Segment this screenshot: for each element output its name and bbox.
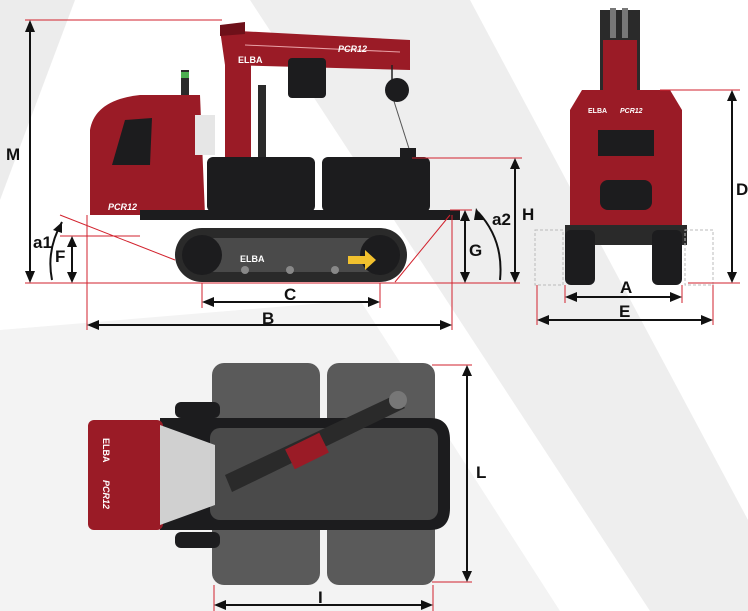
dim-label-a: A: [620, 278, 633, 297]
winch: [288, 58, 326, 98]
front-model: PCR12: [620, 108, 643, 115]
arrowhead: [202, 297, 214, 307]
dim-label-e: E: [619, 302, 631, 321]
arrowhead: [421, 600, 433, 610]
guide-approach: [59, 214, 176, 261]
platform-rail: [140, 210, 460, 220]
roller: [286, 266, 294, 274]
arrowhead: [214, 600, 226, 610]
guide-departure: [394, 214, 451, 283]
top-model: PCR12: [101, 480, 111, 509]
boom-tip: [220, 22, 245, 36]
arrowhead: [87, 320, 99, 330]
boom-model: PCR12: [338, 44, 367, 54]
boom-hook-top: [389, 391, 407, 409]
cab-top: [88, 420, 163, 530]
direction-arrow: [348, 250, 376, 270]
boom-red-segment: [285, 432, 329, 470]
cab-rear-plate: [160, 425, 215, 525]
mast-red: [603, 40, 637, 90]
track-inner: [190, 238, 392, 272]
track-logo: ELBA: [240, 254, 265, 264]
arrowhead: [25, 271, 35, 283]
tank-cap: [400, 148, 416, 158]
beacon-light: [181, 72, 189, 78]
dim-label-l: L: [476, 463, 487, 482]
arrowhead: [565, 292, 577, 302]
hydraulic-piston: [258, 85, 266, 165]
arrowhead: [460, 272, 470, 283]
cab-window: [112, 118, 152, 165]
beacon: [181, 70, 189, 98]
control-panel: [598, 130, 654, 156]
bg-panel-left: [0, 0, 75, 200]
boom-logo: ELBA: [238, 55, 263, 65]
arrowhead: [368, 297, 380, 307]
arrowhead: [460, 210, 470, 221]
arrowhead: [462, 365, 472, 376]
front-body: [570, 90, 682, 225]
roller: [241, 266, 249, 274]
dim-label-h: H: [522, 205, 535, 224]
arrowhead: [727, 272, 737, 283]
front-grille: [600, 180, 652, 210]
arrowhead: [67, 236, 77, 247]
front-view: [534, 8, 740, 325]
arrowhead: [537, 315, 549, 325]
dim-label-f: F: [55, 247, 66, 266]
dim-label-d: D: [736, 180, 748, 199]
cab-model: PCR12: [108, 202, 137, 212]
extended-track-left: [534, 229, 564, 286]
arrowhead: [474, 208, 484, 220]
top-logo: ELBA: [101, 438, 111, 463]
side-view: [25, 19, 522, 330]
arrowhead: [510, 158, 520, 169]
top-view: [88, 363, 472, 611]
extended-track-right: [684, 229, 714, 286]
chassis-deck: [210, 428, 438, 520]
arrowhead: [701, 315, 713, 325]
arrowhead: [53, 222, 62, 233]
dim-label-i: I: [318, 588, 323, 607]
crane-boom: [220, 30, 410, 70]
mast-cylinder: [610, 8, 616, 38]
boom-highlight: [244, 44, 401, 53]
arrowhead: [25, 20, 35, 32]
arrowhead: [440, 320, 452, 330]
tank-right: [322, 157, 430, 212]
dim-label-b: B: [262, 309, 275, 328]
dim-label-c: C: [284, 285, 297, 304]
outrigger: [175, 532, 220, 548]
arrowhead: [67, 272, 77, 283]
hook-block: [385, 78, 409, 102]
drive-sprocket: [182, 235, 222, 275]
bg-panel-diagonal: [250, 0, 748, 611]
dim-label-m: M: [6, 145, 21, 164]
dim-label-g: G: [469, 241, 483, 260]
mast-cylinder: [622, 8, 628, 38]
dim-label-a2: a2: [492, 210, 511, 229]
tank-left: [207, 157, 315, 212]
arrowhead: [727, 90, 737, 101]
roller: [331, 266, 339, 274]
track-front-right: [652, 230, 682, 285]
arrowhead: [462, 571, 472, 582]
dim-arc-a2: [477, 211, 502, 281]
arrowhead: [510, 272, 520, 283]
side-panel-white: [195, 115, 215, 155]
front-logo: ELBA: [588, 108, 607, 115]
guy-rope: [391, 94, 413, 159]
arrowhead: [670, 292, 682, 302]
dim-label-a1: a1: [33, 233, 52, 252]
outrigger: [175, 402, 220, 418]
track-front-left: [565, 230, 595, 285]
